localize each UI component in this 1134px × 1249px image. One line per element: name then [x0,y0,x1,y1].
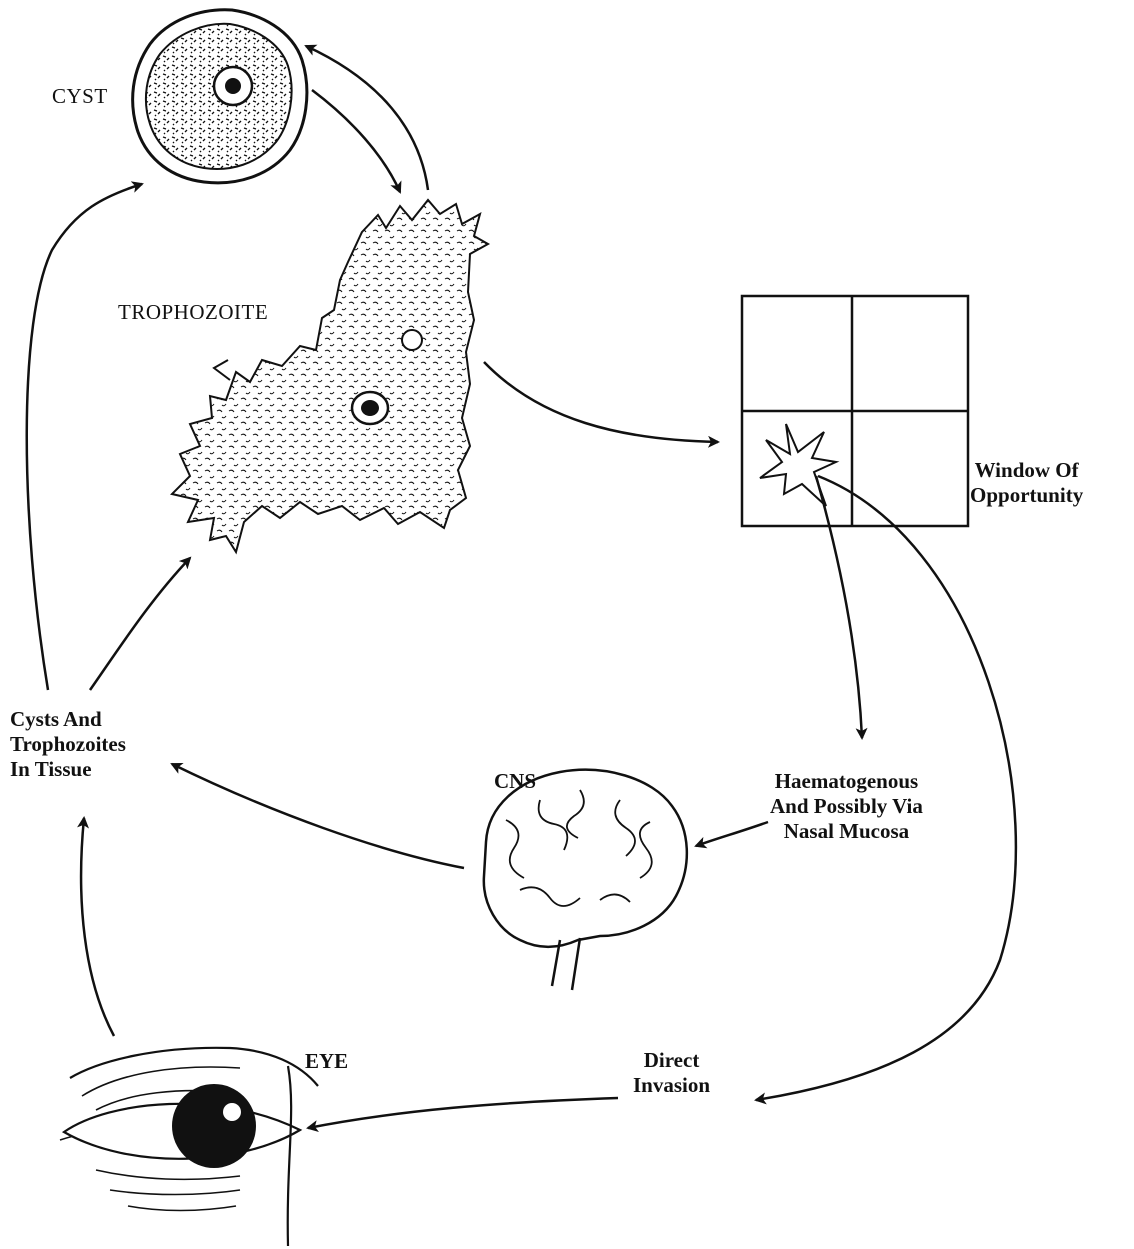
cysts-tissue-line-3: In Tissue [10,757,126,782]
arrow-direct-invasion-to-eye [308,1098,618,1128]
haem-line-2: And Possibly Via [770,794,923,819]
direct-line-1: Direct [633,1048,710,1073]
arrow-eye-to-tissue [81,818,114,1036]
arrow-trophozoite-to-window [484,362,718,442]
cysts-tissue-line-2: Trophozoites [10,732,126,757]
direct-invasion-label: Direct Invasion [633,1048,710,1098]
window-illustration [742,296,968,526]
direct-line-2: Invasion [633,1073,710,1098]
trophozoite-label: TROPHOZOITE [118,300,268,325]
arrow-haematogenous-to-cns [696,822,768,846]
arrow-cyst-to-trophozoite [312,90,400,192]
window-label-line-2: Opportunity [970,483,1083,508]
trophozoite-illustration [172,200,488,552]
arrow-cns-to-tissue [172,764,464,868]
window-of-opportunity-label: Window Of Opportunity [970,458,1083,508]
arrow-trophozoite-to-cyst [306,46,428,190]
haem-line-3: Nasal Mucosa [770,819,923,844]
cyst-illustration [133,10,307,183]
cysts-tissue-line-1: Cysts And [10,707,126,732]
eye-label: EYE [305,1049,348,1074]
cns-label: CNS [494,769,536,794]
cyst-label: CYST [52,84,108,109]
haematogenous-label: Haematogenous And Possibly Via Nasal Muc… [770,769,923,844]
eye-illustration [60,1048,318,1246]
brain-illustration [484,770,687,990]
arrow-tissue-to-trophozoite [90,558,190,690]
haem-line-1: Haematogenous [770,769,923,794]
window-label-line-1: Window Of [970,458,1083,483]
cysts-in-tissue-label: Cysts And Trophozoites In Tissue [10,707,126,782]
arrow-tissue-to-cyst [27,184,142,690]
